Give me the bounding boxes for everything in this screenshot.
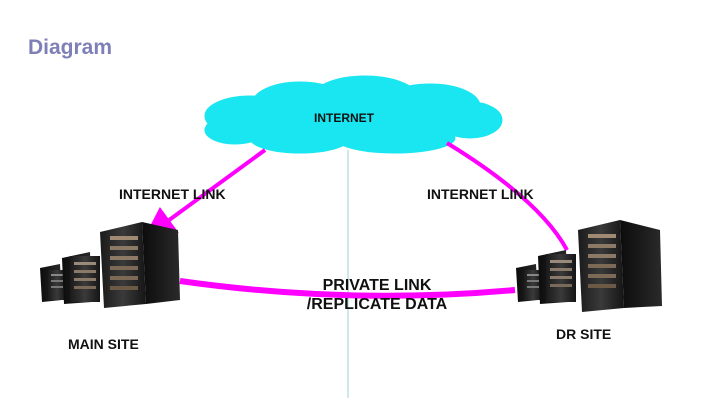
internet-link-left-label: INTERNET LINK: [119, 186, 226, 202]
private-link-label-line1: PRIVATE LINK: [322, 277, 432, 294]
private-link-label-line2: /REPLICATE DATA: [306, 296, 448, 313]
main-site-label: MAIN SITE: [68, 336, 139, 352]
dr-site-label: DR SITE: [556, 326, 612, 342]
slide-title: Diagram: [28, 36, 113, 59]
internet-label: INTERNET: [314, 111, 374, 125]
internet-link-right-line: [445, 141, 569, 251]
private-link-label: PRIVATE LINK /REPLICATE DATA: [272, 276, 482, 314]
internet-link-left-line: [143, 148, 267, 239]
internet-cloud-icon: [204, 75, 503, 154]
main-site-servers-icon: [40, 222, 180, 308]
dr-site-servers-icon: [516, 220, 662, 312]
private-link-line: [179, 278, 516, 299]
internet-link-right-label: INTERNET LINK: [427, 186, 534, 202]
